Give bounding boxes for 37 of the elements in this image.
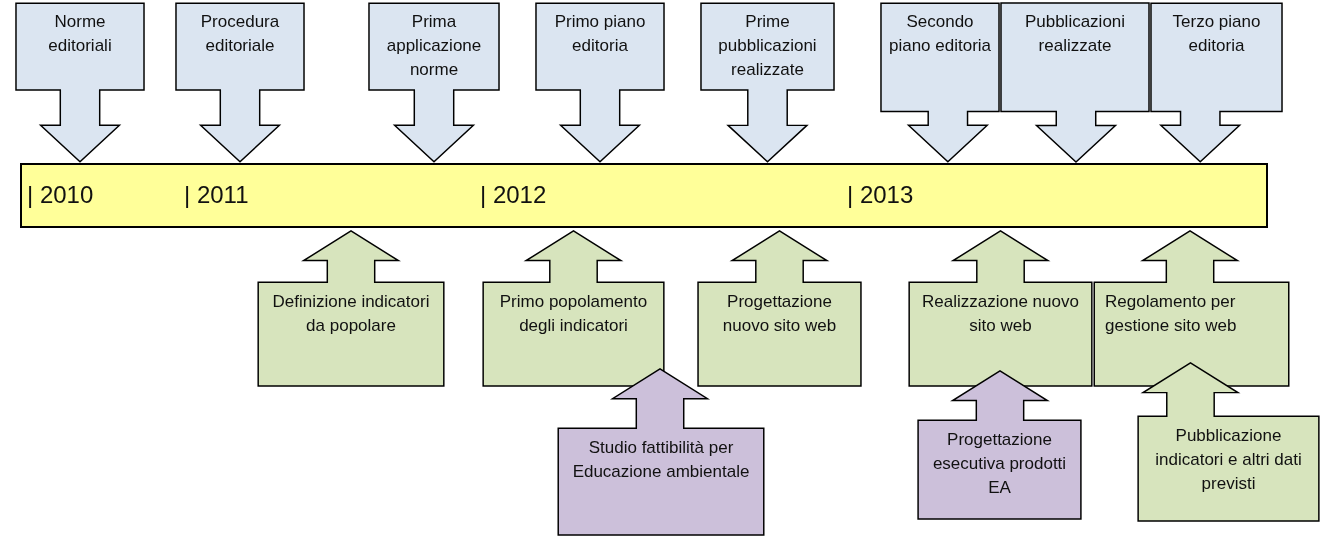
up-arrow-callout [1137, 362, 1320, 522]
callout-text: Progettazione nuovo sito web [721, 291, 838, 337]
callout-text: Studio fattibilità per Educazione ambientale [571, 437, 751, 483]
callout-text: Secondo piano editoria [888, 11, 992, 57]
callout-text: Norme editoriali [47, 11, 113, 57]
callout-text: Progettazione esecutiva prodotti EA [931, 429, 1068, 499]
up-arrow-callout [917, 370, 1082, 520]
up-arrow-callout [908, 230, 1093, 387]
up-arrow-callout [557, 368, 765, 536]
year-label: | 2011 [184, 180, 249, 210]
callout-text: Procedura editoriale [199, 11, 281, 57]
callout-text: Pubblicazione indicatori e altri dati previsti [1154, 425, 1303, 495]
callout-text: Realizzazione nuovo sito web [921, 291, 1080, 337]
down-arrow-callout [368, 2, 500, 163]
down-arrow-callout [880, 2, 1000, 163]
down-arrow-callout [1000, 2, 1150, 163]
year-label: | 2013 [847, 180, 914, 210]
down-arrow-callout [535, 2, 665, 163]
year-label: | 2010 [27, 180, 94, 210]
callout-text: Prima applicazione norme [385, 11, 483, 81]
callout-text: Regolamento per gestione sito web [1105, 291, 1238, 337]
up-arrow-callout [257, 230, 445, 387]
timeline-bar [20, 163, 1268, 228]
down-arrow-callout [15, 2, 145, 163]
callout-text: Primo popolamento degli indicatori [498, 291, 649, 337]
callout-text: Pubblicazioni realizzate [1023, 11, 1127, 57]
year-label: | 2012 [480, 180, 547, 210]
down-arrow-callout [700, 2, 835, 163]
callout-text: Terzo piano editoria [1171, 11, 1262, 57]
callout-text: Prime pubblicazioni realizzate [717, 11, 818, 81]
up-arrow-callout [1093, 230, 1290, 387]
down-arrow-callout [175, 2, 305, 163]
callout-text: Primo piano editoria [553, 11, 647, 57]
callout-text: Definizione indicatori da popolare [271, 291, 431, 337]
up-arrow-callout [482, 230, 665, 387]
down-arrow-callout [1150, 2, 1283, 163]
up-arrow-callout [697, 230, 862, 387]
